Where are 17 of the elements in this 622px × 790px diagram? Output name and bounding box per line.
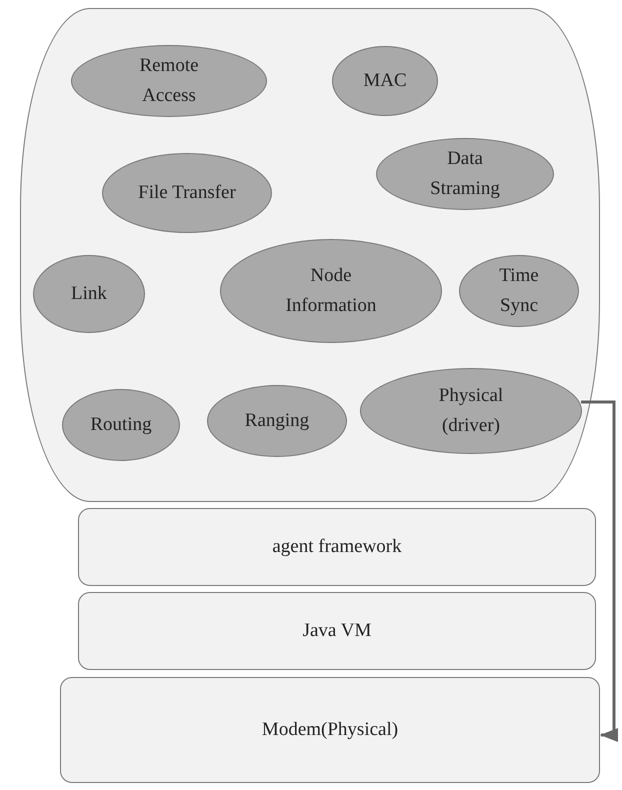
module-label: Time Sync xyxy=(498,264,540,318)
module-label: agent framework xyxy=(272,536,402,558)
module-label: Physical (driver) xyxy=(438,384,504,438)
module-label: Link xyxy=(71,282,107,306)
module-label: Java VM xyxy=(302,620,372,642)
connector-arrow xyxy=(581,400,618,742)
module-label: Modem(Physical) xyxy=(262,719,398,741)
layer-box xyxy=(78,508,596,586)
layer-box xyxy=(60,677,600,783)
module-label: Node Information xyxy=(284,264,378,318)
module-label: MAC xyxy=(363,68,407,93)
module-label: Remote Access xyxy=(138,54,200,108)
module-label: Ranging xyxy=(244,408,310,433)
module-label: Data Straming xyxy=(429,146,501,201)
module-label: File Transfer xyxy=(138,180,236,205)
layer-box xyxy=(78,592,596,670)
module-label: Routing xyxy=(90,412,152,437)
